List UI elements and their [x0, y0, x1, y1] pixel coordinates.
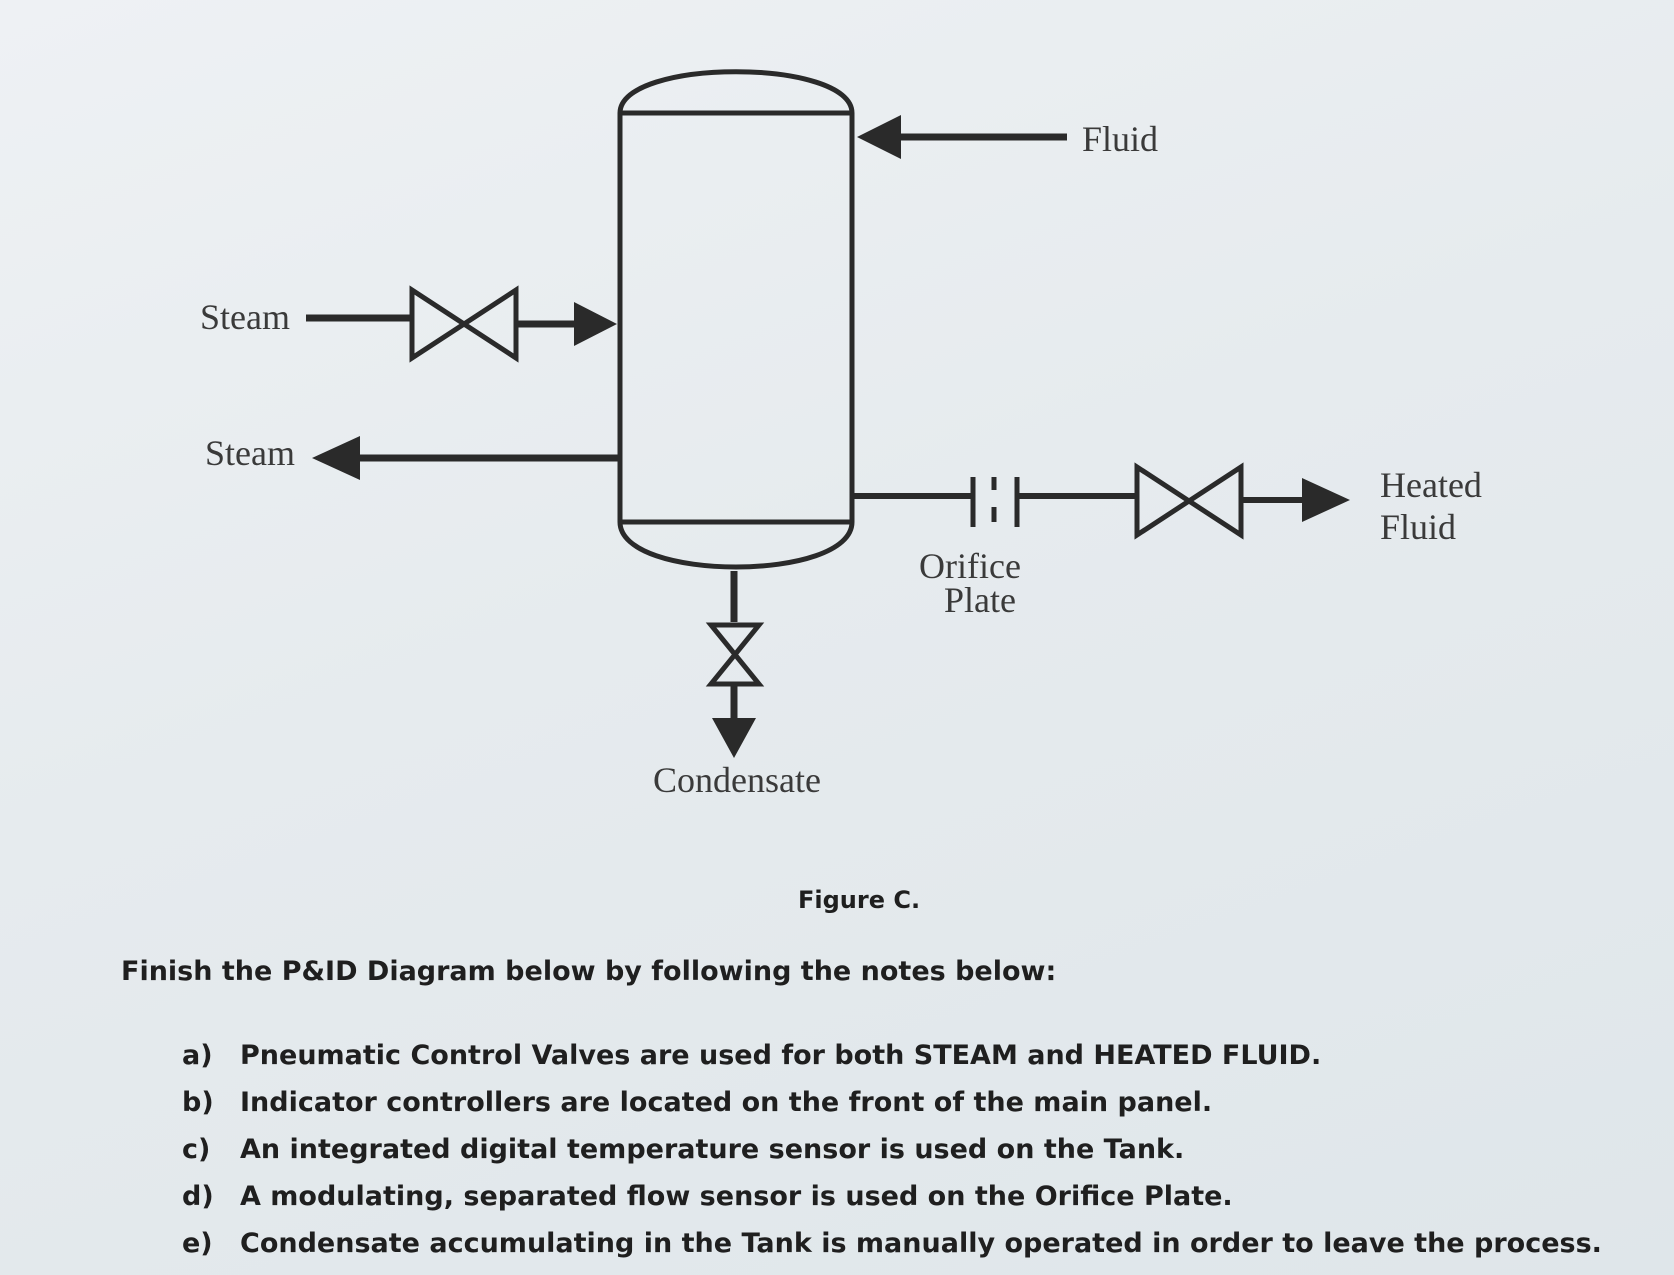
steam-outlet-label: Steam: [205, 433, 295, 473]
steam-inlet-arrow: [574, 302, 617, 346]
notes-list: a) Pneumatic Control Valves are used for…: [182, 1032, 1602, 1267]
note-a: a) Pneumatic Control Valves are used for…: [182, 1032, 1602, 1079]
note-e: e) Condensate accumulating in the Tank i…: [182, 1220, 1602, 1267]
note-marker: d): [182, 1181, 214, 1212]
note-text: Pneumatic Control Valves are used for bo…: [240, 1040, 1322, 1071]
steam-inlet-line: [306, 285, 617, 363]
note-text: An integrated digital temperature sensor…: [240, 1134, 1185, 1165]
tank-bottom-head: [617, 521, 855, 570]
note-marker: c): [182, 1134, 211, 1165]
note-d: d) A modulating, separated flow sensor i…: [182, 1173, 1602, 1220]
tank-top-head: [617, 69, 855, 114]
note-text: Condensate accumulating in the Tank is m…: [240, 1228, 1602, 1259]
note-text: A modulating, separated flow sensor is u…: [240, 1181, 1233, 1212]
heated-fluid-arrow: [1302, 478, 1350, 522]
condensate-line: [705, 571, 765, 758]
note-marker: a): [182, 1040, 213, 1071]
orifice-plate: [970, 477, 1020, 527]
heated-fluid-valve: [1134, 462, 1244, 540]
condensate-valve: [705, 622, 765, 687]
orifice-plate-label-line1: Orifice: [919, 546, 1021, 586]
fluid-inlet-arrow: [857, 115, 901, 159]
steam-outlet-line: [312, 436, 620, 480]
heated-fluid-label-line2: Fluid: [1380, 507, 1456, 547]
steam-inlet-valve: [409, 285, 519, 363]
note-marker: e): [182, 1228, 213, 1259]
heated-fluid-line: [852, 462, 1350, 540]
steam-inlet-label: Steam: [200, 297, 290, 337]
note-marker: b): [182, 1087, 214, 1118]
note-c: c) An integrated digital temperature sen…: [182, 1126, 1602, 1173]
steam-outlet-arrow: [312, 436, 360, 480]
condensate-arrow: [712, 718, 756, 758]
note-text: Indicator controllers are located on the…: [240, 1087, 1213, 1118]
instruction-heading: Finish the P&ID Diagram below by followi…: [121, 956, 1057, 987]
figure-caption: Figure C.: [798, 886, 921, 914]
orifice-plate-label-line2: Plate: [944, 580, 1016, 620]
tank: [617, 69, 855, 570]
condensate-label: Condensate: [653, 760, 821, 800]
note-b: b) Indicator controllers are located on …: [182, 1079, 1602, 1126]
fluid-inlet-line: [857, 115, 1067, 159]
fluid-label: Fluid: [1082, 119, 1158, 159]
heated-fluid-label-line1: Heated: [1380, 465, 1482, 505]
